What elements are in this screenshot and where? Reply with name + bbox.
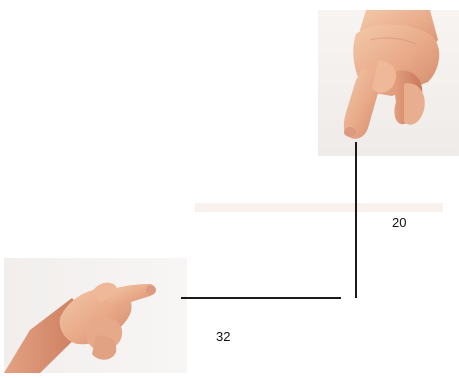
horizontal-distance-label: 32: [216, 329, 230, 344]
vertical-distance-label: 20: [392, 215, 406, 230]
top-hand-photo: [318, 10, 459, 156]
bottom-hand-photo: [4, 258, 187, 373]
faint-strip: [195, 203, 443, 212]
